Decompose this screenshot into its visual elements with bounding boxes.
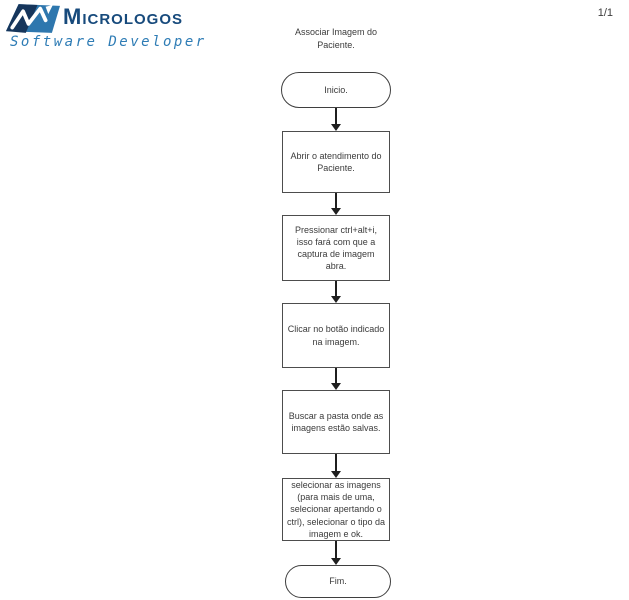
flow-step-press-shortcut: Pressionar ctrl+alt+i, isso fará com que… (282, 215, 390, 281)
micrologos-logo-text: Micrologos (63, 4, 183, 29)
flow-step-open-attendance: Abrir o atendimento do Paciente. (282, 131, 390, 193)
flow-arrow (331, 108, 341, 131)
flow-arrow (331, 454, 341, 478)
flow-arrow (331, 368, 341, 390)
document-title-line1: Associar Imagem do (294, 27, 378, 37)
flow-arrow (331, 281, 341, 303)
flow-step-find-folder: Buscar a pasta onde as imagens estão sal… (282, 390, 390, 454)
logo-tagline: Software Developer (10, 34, 207, 50)
flow-arrow (331, 541, 341, 565)
micrologos-logo-icon (6, 4, 60, 33)
document-title: Associar Imagem do Paciente. (276, 26, 396, 52)
flow-end-terminator: Fim. (285, 565, 391, 598)
flow-step-click-button: Clicar no botão indicado na imagem. (282, 303, 390, 368)
flow-step-select-images: selecionar as imagens (para mais de uma,… (282, 478, 390, 541)
document-title-line2: Paciente. (317, 40, 355, 50)
flow-arrow (331, 193, 341, 215)
flow-start-terminator: Inicio. (281, 72, 391, 108)
page-number: 1/1 (597, 7, 613, 19)
